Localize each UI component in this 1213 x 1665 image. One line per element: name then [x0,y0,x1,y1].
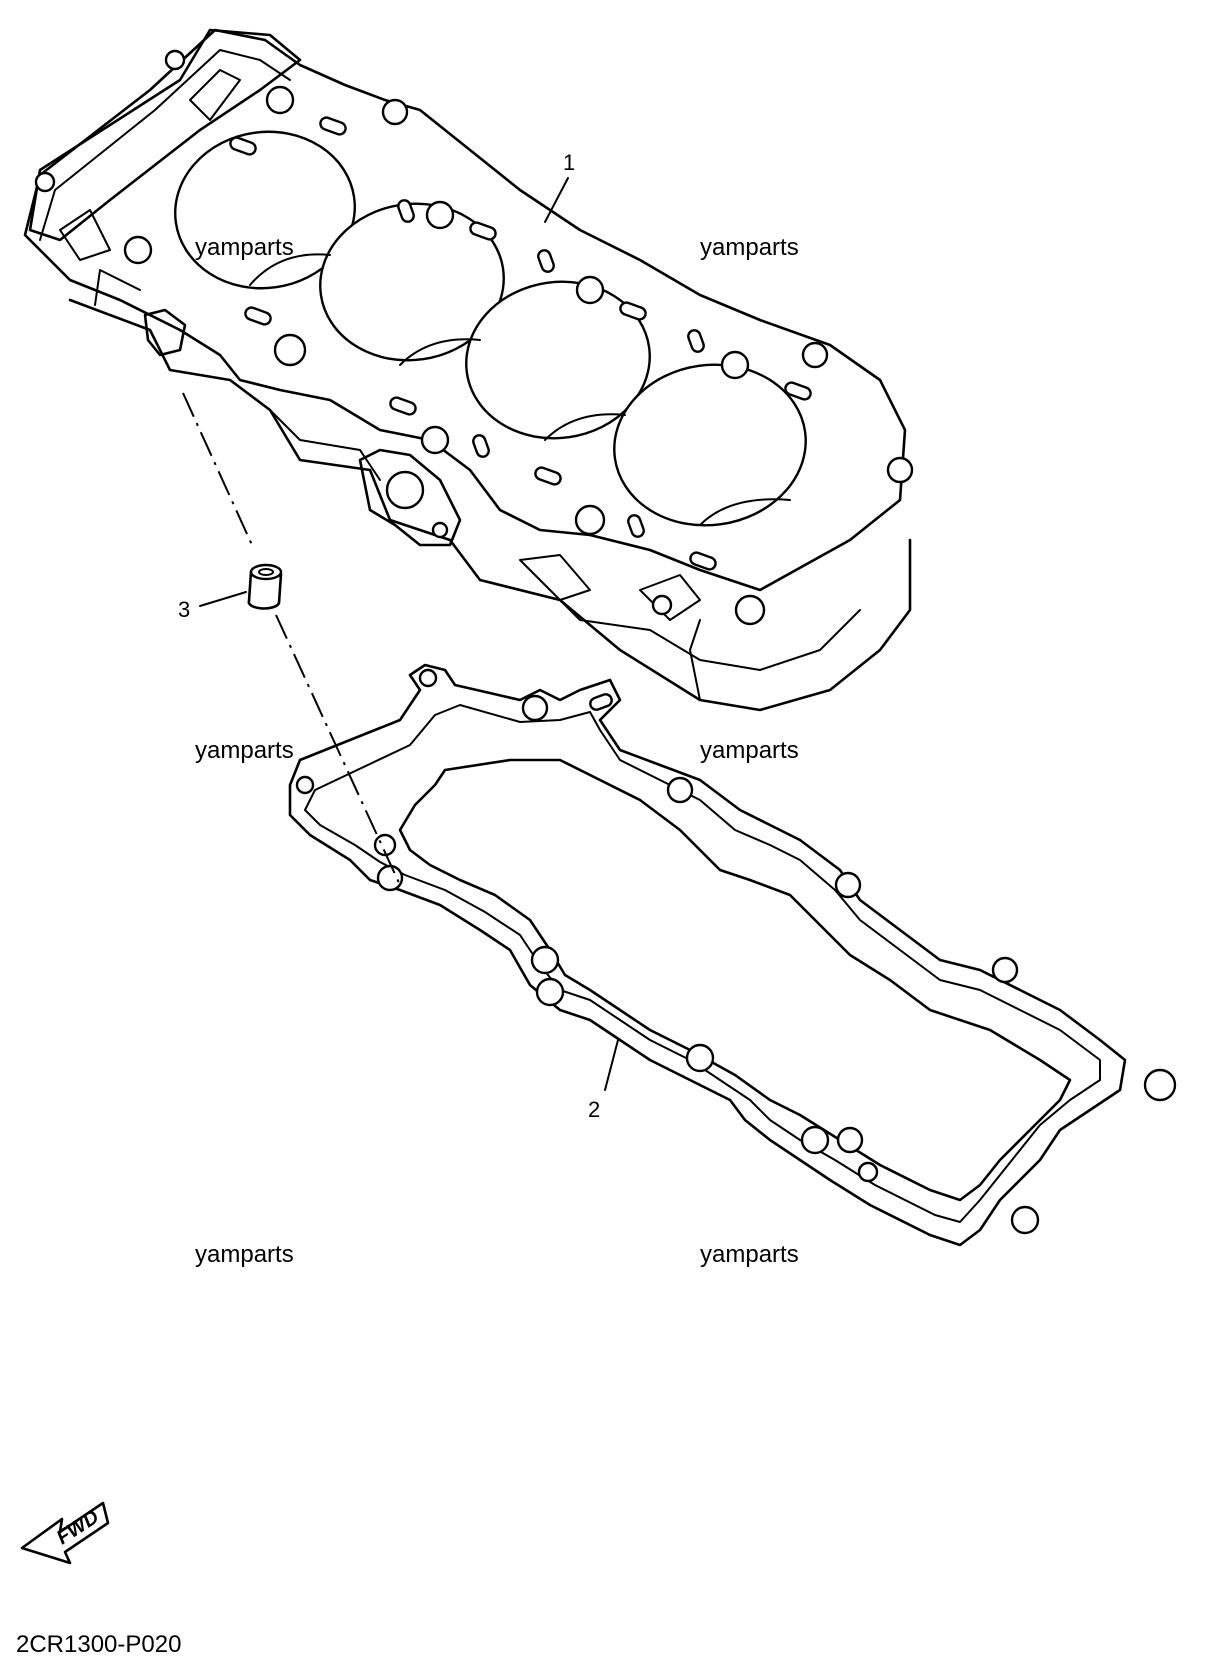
callout-3-label: 3 [178,597,190,622]
cylinder-block-part-1[interactable] [23,28,914,712]
callout-1[interactable]: 1 [544,150,575,223]
callout-2[interactable]: 2 [588,1039,619,1122]
callout-3[interactable]: 3 [178,591,247,622]
watermark-text: yamparts [700,737,799,764]
diagram-code: 2CR1300-P020 [16,1631,181,1658]
callout-2-label: 2 [588,1097,600,1122]
watermark-text: yamparts [195,737,294,764]
watermark-text: yamparts [195,234,294,261]
watermark-text: yamparts [700,234,799,261]
watermark-text: yamparts [700,1241,799,1268]
alignment-centerline [182,392,401,886]
dowel-pin-part-3[interactable] [247,563,283,610]
callout-1-label: 1 [563,150,575,175]
base-gasket-part-2[interactable] [288,663,1177,1247]
watermark-text: yamparts [195,1241,294,1268]
forward-arrow-icon: FWD [20,1501,110,1565]
